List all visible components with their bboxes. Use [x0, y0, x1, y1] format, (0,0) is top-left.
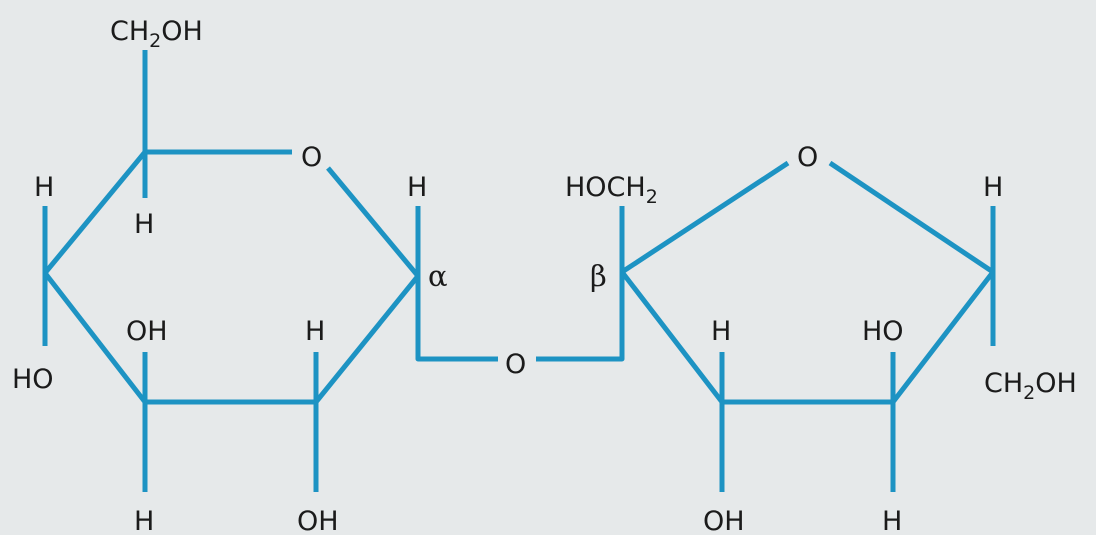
label-part: HOCH — [565, 172, 646, 203]
label-subscript: 2 — [646, 186, 658, 208]
fructose-h-c5: H — [983, 172, 1003, 203]
label-subscript: 2 — [149, 30, 161, 52]
glucose-ring-oxygen: O — [301, 142, 322, 173]
glucose-h-c3: H — [134, 506, 154, 535]
bond-c1-bridge-o — [415, 276, 498, 362]
glucose-ho-c4: HO — [12, 364, 54, 395]
bond-bridge-o-c2 — [536, 272, 625, 362]
glucose-oh-c2: OH — [297, 506, 339, 535]
glucose-oh-c3: OH — [126, 316, 168, 347]
bond-o-c1 — [326, 166, 420, 278]
fructose-ch2oh-label: CH2OH — [984, 368, 1077, 404]
label-part: OH — [1035, 368, 1077, 399]
fructose-oh-c3: OH — [703, 506, 745, 535]
glucose-h-c2: H — [305, 316, 325, 347]
fructose-h-c3: H — [711, 316, 731, 347]
label-part: CH — [110, 16, 149, 47]
glucose-h-c1: H — [407, 172, 427, 203]
bond-c2-c3 — [620, 270, 724, 404]
fructose-hoch2-label: HOCH2 — [565, 172, 658, 208]
bond-c2-c1 — [314, 274, 420, 404]
fructose-h-c4: H — [882, 506, 902, 535]
glucose-labels: CH2OH O H H H α OH H HO H OH — [12, 16, 448, 535]
label-part: OH — [161, 16, 203, 47]
glucose-bonds — [42, 50, 498, 492]
glycosidic-oxygen: O — [505, 349, 526, 380]
fructose-ho-c4: HO — [862, 316, 904, 347]
fructose-bonds — [536, 160, 996, 492]
fructose-ring-oxygen: O — [797, 142, 818, 173]
bond-c2-o — [620, 160, 790, 275]
label-part: CH — [984, 368, 1023, 399]
bond-c4-c3 — [43, 271, 147, 404]
glucose-h-c4-top: H — [34, 172, 54, 203]
glucose-h-c5: H — [134, 209, 154, 240]
bond-c4-c5 — [891, 270, 995, 404]
bond-o-c5 — [828, 160, 995, 275]
alpha-label: α — [428, 259, 448, 293]
fructose-labels: O HOCH2 β H H HO CH2OH OH H — [565, 142, 1077, 535]
bond-c5-c4 — [43, 150, 147, 275]
beta-label: β — [590, 259, 607, 293]
glucose-ch2oh-label: CH2OH — [110, 16, 203, 52]
label-subscript: 2 — [1023, 382, 1035, 404]
